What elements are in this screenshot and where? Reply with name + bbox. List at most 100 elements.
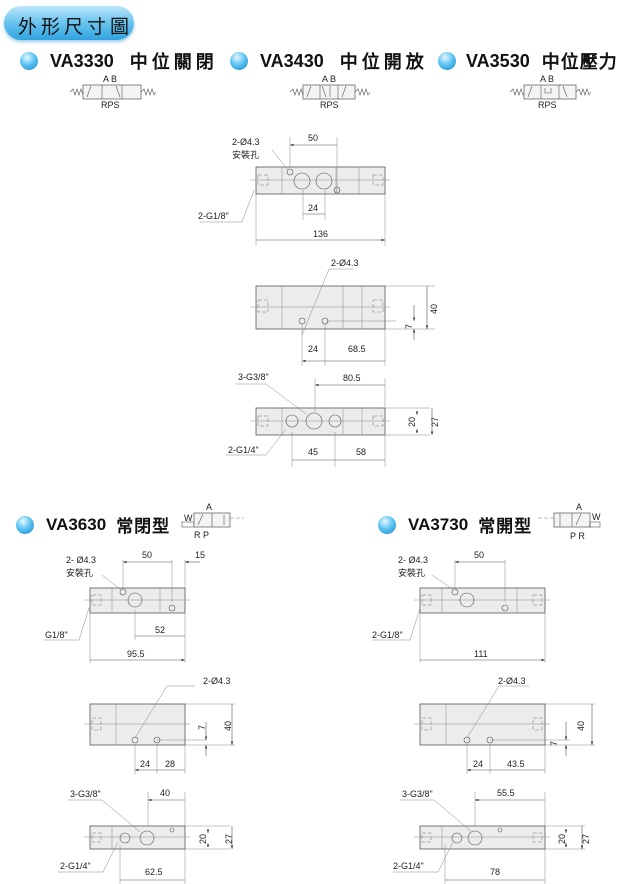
bullet-icon bbox=[20, 52, 38, 70]
dim-label: 52 bbox=[155, 625, 165, 635]
dim-label: 24 bbox=[308, 203, 318, 213]
dim-label: 50 bbox=[308, 133, 318, 143]
bullet-icon bbox=[230, 52, 248, 70]
dim-label: 50 bbox=[142, 550, 152, 560]
dim-label: 111 bbox=[474, 649, 488, 659]
top-view-va3730: 2- Ø4.3 安裝孔 50 2-G1/8" 111 bbox=[372, 550, 550, 663]
dim-label: 2-Ø4.3 bbox=[232, 137, 260, 147]
dim-label: 2-G1/8" bbox=[198, 211, 229, 221]
port-label-bottom: RPS bbox=[320, 100, 339, 110]
dim-label: 45 bbox=[308, 447, 318, 457]
dim-label: 3-G3/8" bbox=[238, 372, 269, 382]
bottom-view-va3730: 3-G3/8" 55.5 20 27 2-G1/4" 78 bbox=[393, 788, 591, 884]
dim-label: 40 bbox=[160, 788, 170, 798]
dim-label: 7 bbox=[549, 741, 559, 746]
bullet-icon bbox=[16, 515, 34, 534]
dim-note: 安裝孔 bbox=[66, 567, 93, 578]
model-title-va3730: VA3730 常開型 bbox=[378, 512, 532, 537]
dim-label: 2-G1/4" bbox=[228, 445, 259, 455]
model-desc: 常開型 bbox=[478, 517, 533, 537]
front-view-5port: 2-Ø4.3 40 7 24 68.5 bbox=[250, 258, 439, 366]
dim-label: 2-Ø4.3 bbox=[498, 676, 526, 686]
dim-label: 27 bbox=[430, 417, 440, 427]
bullet-icon bbox=[378, 515, 396, 534]
dim-label: 2-G1/4" bbox=[393, 861, 424, 871]
dim-note: 安裝孔 bbox=[232, 149, 259, 160]
dim-label: 58 bbox=[356, 447, 366, 457]
dim-label: 2-G1/8" bbox=[372, 630, 403, 640]
port-label-top: A B bbox=[322, 74, 336, 84]
dim-label: 2-Ø4.3 bbox=[331, 258, 359, 268]
dim-label: 24 bbox=[473, 759, 483, 769]
dim-label: 2-G1/4" bbox=[60, 861, 91, 871]
model-desc: 常閉型 bbox=[116, 517, 171, 537]
dim-label: 24 bbox=[308, 344, 318, 354]
model-title-va3530: VA3530 中位壓力 bbox=[438, 48, 618, 74]
dim-note: 安裝孔 bbox=[398, 567, 425, 578]
bottom-view-5port: 3-G3/8" 80.5 20 27 2-G1/4" 45 58 bbox=[226, 372, 440, 467]
model-title-va3430: VA3430 中位開放 bbox=[230, 48, 428, 74]
bullet-icon bbox=[438, 52, 456, 70]
valve-symbol-va3730: W A P R bbox=[538, 502, 601, 541]
model-title-va3330: VA3330 中位關閉 bbox=[20, 48, 218, 74]
front-view-va3630: 2-Ø4.3 40 7 24 28 bbox=[84, 676, 235, 774]
dim-label: 28 bbox=[165, 759, 175, 769]
spring-label: W bbox=[592, 512, 601, 522]
dim-label: 27 bbox=[224, 834, 234, 844]
port-label-top: A B bbox=[103, 74, 117, 84]
model-desc: 中位關閉 bbox=[129, 52, 218, 73]
port-label-top: A bbox=[576, 502, 582, 512]
dim-label: 20 bbox=[557, 834, 567, 844]
model-desc: 中位壓力 bbox=[541, 52, 618, 73]
model-code: VA3330 bbox=[50, 50, 114, 71]
bottom-view-va3630: 3-G3/8" 40 20 27 2-G1/4" 62.5 bbox=[58, 788, 234, 884]
dim-label: 62.5 bbox=[145, 867, 163, 877]
dim-label: 2- Ø4.3 bbox=[66, 555, 96, 565]
dim-label: 20 bbox=[407, 417, 417, 427]
section-banner: 外形尺寸圖 bbox=[4, 6, 134, 40]
dim-label: 7 bbox=[197, 725, 207, 730]
port-label-bottom: P R bbox=[570, 531, 585, 541]
model-code: VA3430 bbox=[260, 50, 324, 71]
top-view-va3630: 2- Ø4.3 安裝孔 50 15 G1/8" 52 95.5 bbox=[44, 550, 205, 663]
port-label-bottom: R P bbox=[194, 530, 209, 540]
valve-symbol-va3530: A B RPS bbox=[509, 74, 592, 110]
dim-label: 20 bbox=[198, 834, 208, 844]
dim-label: 80.5 bbox=[343, 373, 361, 383]
dim-label: 95.5 bbox=[127, 649, 145, 659]
port-label-top: A bbox=[206, 502, 212, 512]
port-label-bottom: RPS bbox=[538, 100, 557, 110]
dim-label: 27 bbox=[581, 834, 591, 844]
port-label-bottom: RPS bbox=[101, 100, 120, 110]
dim-label: 40 bbox=[223, 721, 233, 731]
dim-label: 2-Ø4.3 bbox=[203, 676, 231, 686]
dim-label: 50 bbox=[474, 550, 484, 560]
valve-symbol-va3430: A B RPS bbox=[289, 74, 371, 110]
valve-symbol-va3630: W A R P bbox=[181, 502, 244, 540]
dim-label: 15 bbox=[195, 550, 205, 560]
dim-label: 2- Ø4.3 bbox=[398, 555, 428, 565]
model-code: VA3530 bbox=[466, 50, 530, 71]
dim-label: 43.5 bbox=[507, 759, 525, 769]
dim-label: 7 bbox=[404, 324, 414, 329]
model-title-va3630: VA3630 常閉型 bbox=[16, 512, 170, 537]
dim-label: 3-G3/8" bbox=[402, 789, 433, 799]
dim-label: 24 bbox=[140, 759, 150, 769]
top-view-5port: 2-Ø4.3 安裝孔 50 2-G1/8" 24 136 bbox=[198, 133, 390, 246]
dim-label: 136 bbox=[313, 229, 328, 239]
front-view-va3730: 2-Ø4.3 40 7 24 43.5 bbox=[414, 676, 595, 774]
dim-label: 3-G3/8" bbox=[70, 789, 101, 799]
dim-label: 78 bbox=[490, 867, 500, 877]
model-code: VA3730 bbox=[408, 514, 469, 534]
model-code: VA3630 bbox=[46, 514, 107, 534]
section-title: 外形尺寸圖 bbox=[18, 16, 134, 38]
dim-label: G1/8" bbox=[45, 630, 68, 640]
dim-label: 40 bbox=[576, 721, 586, 731]
model-desc: 中位開放 bbox=[339, 52, 428, 73]
valve-symbol-va3330: A B RPS bbox=[69, 74, 157, 110]
dim-label: 55.5 bbox=[497, 788, 515, 798]
port-label-top: A B bbox=[540, 74, 554, 84]
dim-label: 68.5 bbox=[348, 344, 366, 354]
spring-label: W bbox=[184, 513, 193, 523]
